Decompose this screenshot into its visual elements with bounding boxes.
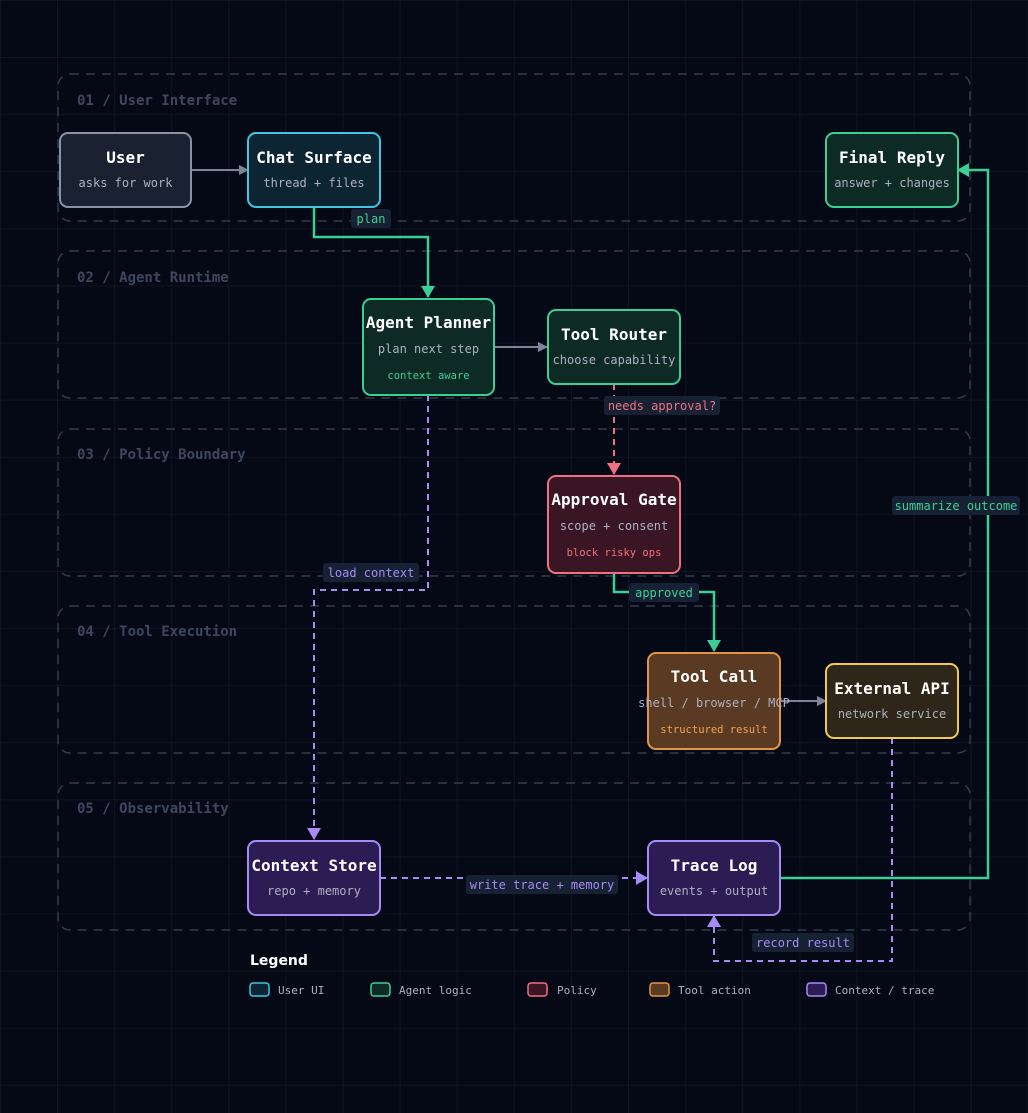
lane-title: 05 / Observability bbox=[77, 801, 229, 817]
edge-label-write-trace: write trace + memory bbox=[466, 875, 618, 894]
lane-user-interface: 01 / User Interface bbox=[57, 73, 971, 222]
legend-item-user-ui: User UI bbox=[249, 982, 324, 997]
node-title: Agent Planner bbox=[366, 313, 491, 332]
node-note: context aware bbox=[387, 370, 469, 382]
node-subtitle: answer + changes bbox=[834, 176, 950, 190]
legend-title: Legend bbox=[250, 953, 308, 969]
node-subtitle: repo + memory bbox=[267, 884, 361, 898]
node-final-reply[interactable]: Final Reply answer + changes bbox=[825, 132, 959, 208]
svg-text:write trace + memory: write trace + memory bbox=[470, 878, 615, 892]
legend-item-context-trace: Context / trace bbox=[806, 982, 934, 997]
svg-text:approved: approved bbox=[635, 586, 693, 600]
lane-title: 03 / Policy Boundary bbox=[77, 447, 246, 463]
legend-label: Context / trace bbox=[835, 984, 934, 997]
node-trace-log[interactable]: Trace Log events + output bbox=[647, 840, 781, 916]
lane-title: 02 / Agent Runtime bbox=[77, 270, 229, 286]
node-user[interactable]: User asks for work bbox=[59, 132, 192, 208]
svg-text:record result: record result bbox=[756, 936, 850, 950]
svg-text:summarize outcome: summarize outcome bbox=[895, 499, 1018, 513]
legend-item-policy: Policy bbox=[527, 982, 597, 997]
node-chat-surface[interactable]: Chat Surface thread + files bbox=[247, 132, 381, 208]
edge-api-to-trace bbox=[707, 738, 893, 962]
node-note: block risky ops bbox=[567, 547, 662, 559]
edge-label-summarize-outcome: summarize outcome bbox=[892, 496, 1020, 515]
legend-swatch bbox=[249, 982, 270, 997]
legend-swatch bbox=[649, 982, 670, 997]
edge-label-record-result: record result bbox=[752, 933, 854, 952]
edge-label-approved: approved bbox=[629, 583, 699, 602]
legend-label: Policy bbox=[557, 984, 597, 997]
node-note: structured result bbox=[660, 724, 767, 736]
legend: Legend User UI Agent logic Policy Tool a… bbox=[249, 953, 934, 997]
node-subtitle: network service bbox=[838, 707, 946, 721]
node-subtitle: events + output bbox=[660, 884, 768, 898]
node-subtitle: choose capability bbox=[553, 353, 676, 367]
node-title: Trace Log bbox=[671, 856, 758, 875]
svg-text:load context: load context bbox=[328, 566, 415, 580]
node-external-api[interactable]: External API network service bbox=[825, 663, 959, 739]
node-agent-planner[interactable]: Agent Planner plan next step context awa… bbox=[362, 298, 495, 396]
legend-swatch bbox=[806, 982, 827, 997]
node-subtitle: shell / browser / MCP bbox=[638, 696, 790, 710]
node-title: External API bbox=[834, 679, 950, 698]
node-subtitle: asks for work bbox=[79, 176, 174, 190]
node-title: Chat Surface bbox=[256, 148, 372, 167]
legend-item-tool-action: Tool action bbox=[649, 982, 751, 997]
node-subtitle: scope + consent bbox=[560, 519, 668, 533]
node-title: User bbox=[106, 148, 145, 167]
legend-item-agent-logic: Agent logic bbox=[370, 982, 472, 997]
node-title: Context Store bbox=[251, 856, 376, 875]
node-subtitle: thread + files bbox=[263, 176, 364, 190]
node-title: Tool Call bbox=[671, 667, 758, 686]
node-subtitle: plan next step bbox=[378, 342, 479, 356]
legend-swatch bbox=[527, 982, 548, 997]
edge-label-needs-approval: needs approval? bbox=[604, 396, 720, 415]
legend-swatch bbox=[370, 982, 391, 997]
lane-tool-execution: 04 / Tool Execution bbox=[57, 605, 971, 754]
lane-policy-boundary: 03 / Policy Boundary bbox=[57, 428, 971, 577]
lane-title: 04 / Tool Execution bbox=[77, 624, 237, 640]
lane-agent-runtime: 02 / Agent Runtime bbox=[57, 250, 971, 399]
edge-label-load-context: load context bbox=[323, 563, 419, 582]
node-approval-gate[interactable]: Approval Gate scope + consent block risk… bbox=[547, 475, 681, 574]
edge-planner-to-context bbox=[307, 395, 429, 840]
edge-chat-to-planner bbox=[312, 207, 435, 298]
legend-label: User UI bbox=[278, 984, 324, 997]
node-tool-call[interactable]: Tool Call shell / browser / MCP structur… bbox=[638, 652, 790, 750]
legend-label: Tool action bbox=[678, 984, 751, 997]
legend-label: Agent logic bbox=[399, 984, 472, 997]
edge-trace-to-final bbox=[780, 163, 990, 880]
edge-label-plan: plan bbox=[351, 209, 391, 228]
lane-observability: 05 / Observability bbox=[57, 782, 971, 931]
node-title: Approval Gate bbox=[551, 490, 676, 509]
node-title: Final Reply bbox=[839, 148, 945, 167]
svg-text:needs approval?: needs approval? bbox=[608, 399, 716, 413]
node-tool-router[interactable]: Tool Router choose capability bbox=[547, 309, 681, 385]
node-context-store[interactable]: Context Store repo + memory bbox=[247, 840, 381, 916]
lane-title: 01 / User Interface bbox=[77, 93, 237, 109]
svg-text:plan: plan bbox=[357, 212, 386, 226]
node-title: Tool Router bbox=[561, 325, 667, 344]
